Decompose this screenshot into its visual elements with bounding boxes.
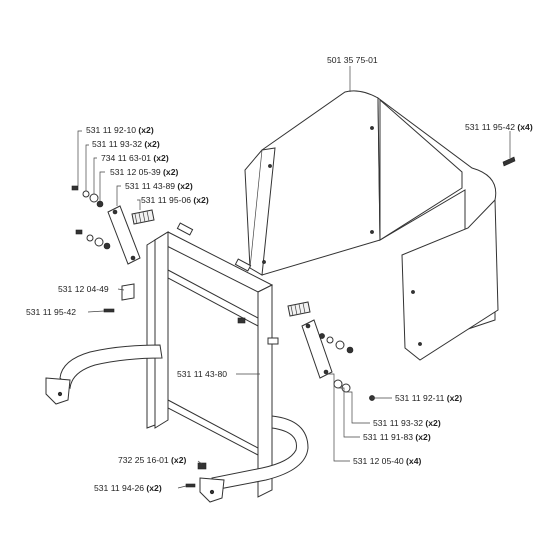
left-handle-tube [45,344,163,405]
right-hardware [185,156,516,488]
label-531-11-93-32-right: 531 11 93-32 (x2) [373,418,441,428]
label-531-11-91-83: 531 11 91-83 (x2) [363,432,431,442]
label-732-25-16-01: 732 25 16-01 (x2) [118,455,186,465]
label-531-11-43-80: 531 11 43-80 [177,369,227,379]
leader-lines [77,66,511,489]
label-531-11-95-42-x4: 531 11 95-42 (x4) [465,122,533,132]
label-531-11-43-89: 531 11 43-89 (x2) [125,181,193,191]
left-hardware [71,185,155,313]
label-531-12-05-40: 531 12 05-40 (x4) [353,456,421,466]
label-531-11-92-10: 531 11 92-10 (x2) [86,125,154,135]
label-531-12-04-49: 531 12 04-49 [58,284,109,294]
catcher-bag-shield [244,90,499,361]
label-501-35-75-01: 501 35 75-01 [327,55,378,65]
main-frame [146,222,274,498]
right-handle-tube [199,415,309,503]
part-labels: 501 35 75-01 531 11 95-42 (x4) 531 11 92… [26,55,533,493]
label-531-11-94-26: 531 11 94-26 (x2) [94,483,162,493]
label-531-11-92-11: 531 11 92-11 (x2) [395,393,462,403]
label-531-11-95-06: 531 11 95-06 (x2) [141,195,209,205]
label-531-12-05-39: 531 12 05-39 (x2) [110,167,178,177]
label-531-11-93-32: 531 11 93-32 (x2) [92,139,160,149]
label-734-11-63-01: 734 11 63-01 (x2) [101,153,169,163]
label-531-11-95-42: 531 11 95-42 [26,307,76,317]
